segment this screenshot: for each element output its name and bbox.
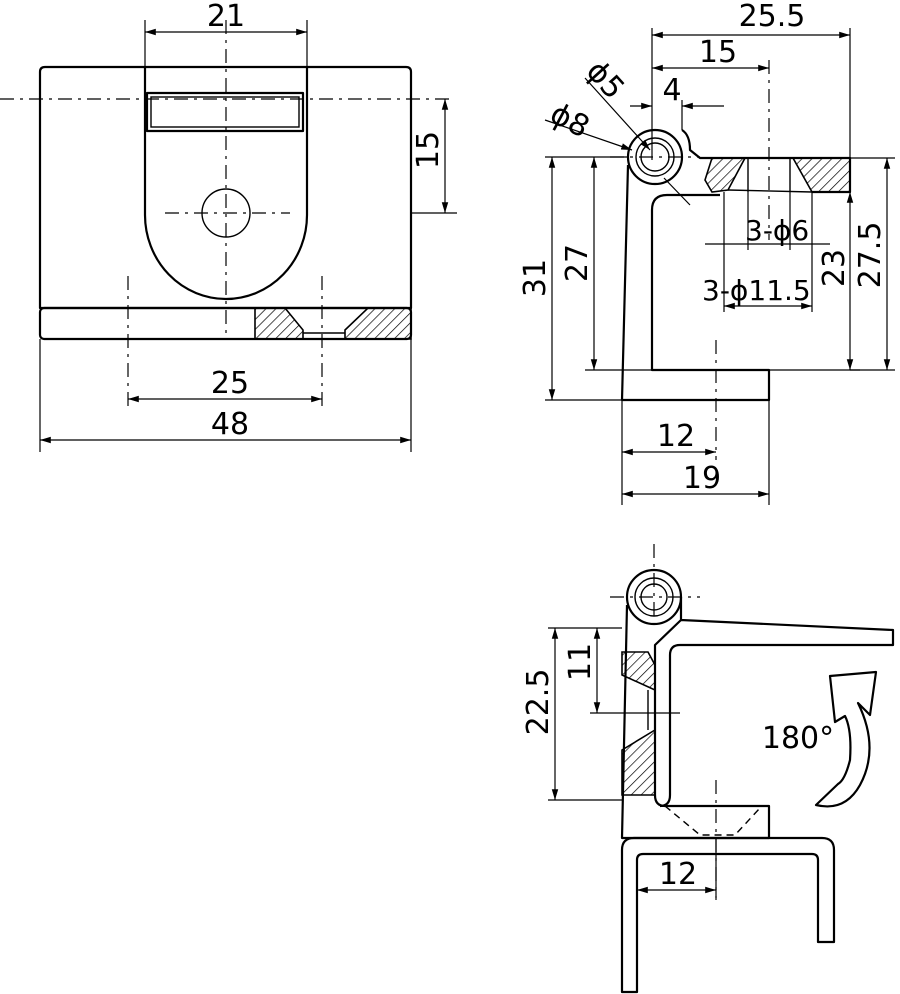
front-section-left xyxy=(254,307,304,340)
dim-label-11: 11 xyxy=(563,643,598,681)
front-leaf xyxy=(143,67,309,301)
rotation-label: 180° xyxy=(762,721,834,756)
rotation-arrow-icon xyxy=(814,670,878,808)
front-section-right xyxy=(344,307,412,340)
dim-label-phi5: ϕ5 xyxy=(579,54,631,106)
rot-leaf-plate xyxy=(653,597,895,808)
dim-label-31: 31 xyxy=(518,259,553,297)
dim-label-15: 15 xyxy=(411,131,446,169)
dim-label-25-5: 25.5 xyxy=(739,0,806,34)
dim-label-48: 48 xyxy=(211,407,249,442)
rot-u-bracket xyxy=(620,836,836,994)
side-section-bottom xyxy=(727,189,813,193)
dim-label-27-5: 27.5 xyxy=(853,222,888,289)
dim-label-21: 21 xyxy=(207,0,245,34)
front-slot-inner xyxy=(150,96,300,128)
dim-label-phi8: ϕ8 xyxy=(544,96,595,145)
dim-label-phi11: 3-ϕ11.5 xyxy=(702,274,811,307)
leader-phi5 xyxy=(584,77,651,151)
leader-phi8-tail xyxy=(663,177,691,206)
side-view: 25.5 15 4 ϕ5 ϕ8 31 27 3-ϕ6 3-ϕ11.5 xyxy=(518,0,895,505)
rot-section-top xyxy=(621,651,656,692)
dim-label-23: 23 xyxy=(817,249,852,287)
front-slot-outer xyxy=(145,91,305,133)
dim-label-25: 25 xyxy=(211,366,249,401)
rot-section-bottom xyxy=(621,728,656,796)
side-section-left xyxy=(704,157,747,193)
front-body-outline xyxy=(38,65,413,310)
dim-label-4: 4 xyxy=(662,73,681,108)
dim-label-phi6: 3-ϕ6 xyxy=(745,214,809,247)
dim-label-22-5: 22.5 xyxy=(521,669,556,736)
rotated-view: 12 22.5 11 180° xyxy=(521,544,895,994)
dim-label-15-side: 15 xyxy=(699,35,737,70)
dim-label-12: 12 xyxy=(657,419,695,454)
rot-countersink-hidden xyxy=(664,805,761,836)
dim-label-27: 27 xyxy=(560,244,595,282)
front-view: 21 15 25 48 xyxy=(0,0,457,452)
dim-label-19: 19 xyxy=(683,461,721,496)
leader-phi8 xyxy=(544,119,633,151)
side-section-right xyxy=(791,157,851,193)
rot-vertical-leaf xyxy=(620,604,771,840)
dim-label-rot-12: 12 xyxy=(659,857,697,892)
